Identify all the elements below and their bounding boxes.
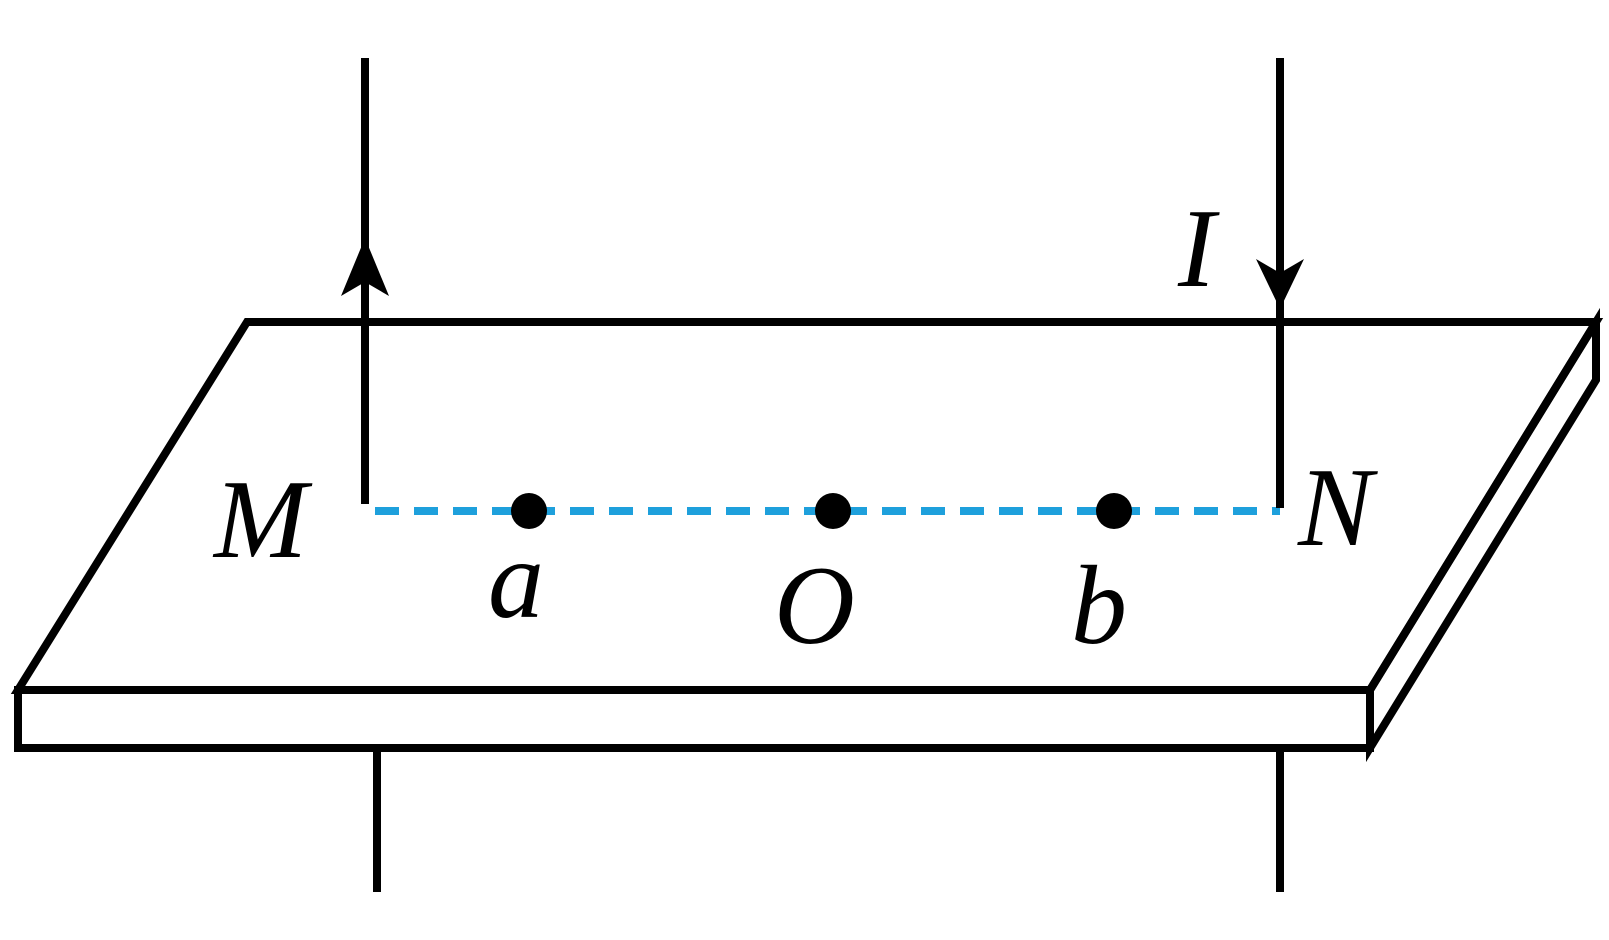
label-o: O bbox=[774, 544, 855, 668]
plate-front-face bbox=[14, 686, 1374, 752]
arrow-down-icon bbox=[1256, 259, 1304, 309]
label-b: b bbox=[1071, 544, 1127, 668]
label-i: I bbox=[1177, 187, 1220, 311]
label-n: N bbox=[1297, 446, 1378, 570]
point-a bbox=[511, 493, 547, 529]
plate-side-face bbox=[1366, 307, 1600, 763]
label-a: a bbox=[488, 518, 544, 642]
label-m: M bbox=[212, 458, 313, 582]
arrow-up-icon bbox=[341, 238, 389, 296]
point-o bbox=[815, 493, 851, 529]
point-b bbox=[1096, 493, 1132, 529]
